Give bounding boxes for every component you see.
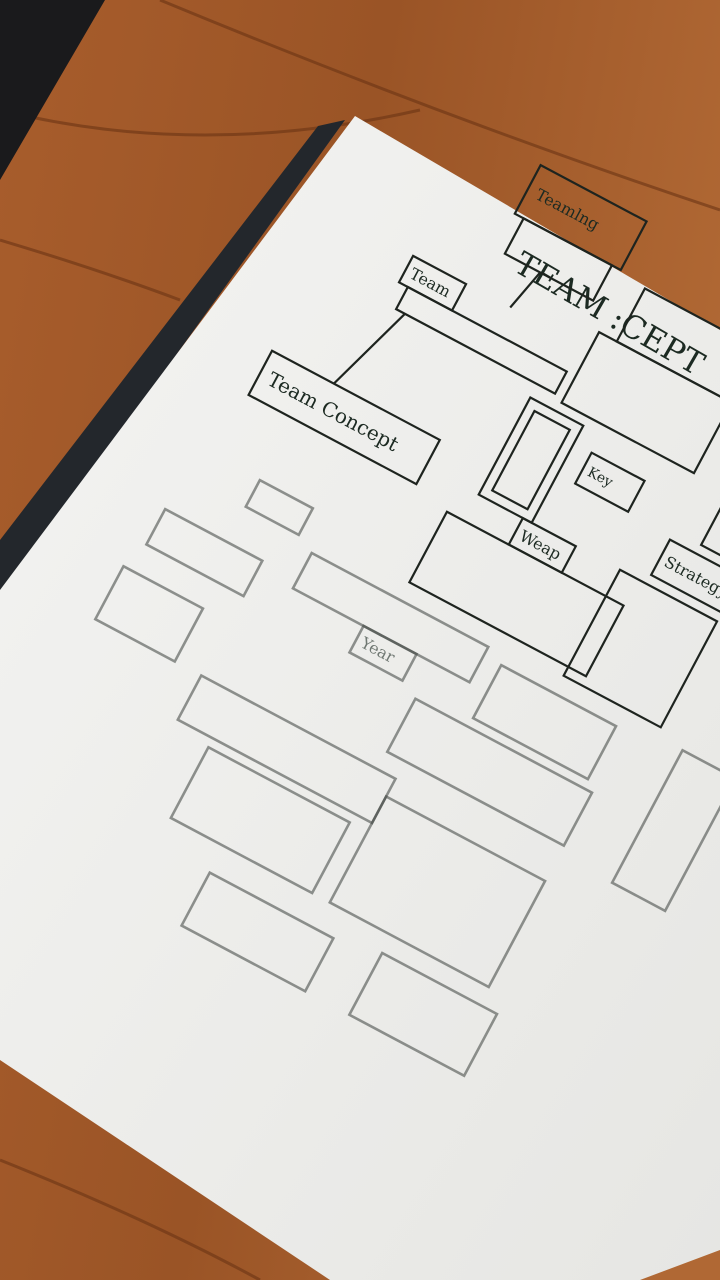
dark-corner (0, 0, 105, 180)
notebook-page (0, 116, 720, 1280)
